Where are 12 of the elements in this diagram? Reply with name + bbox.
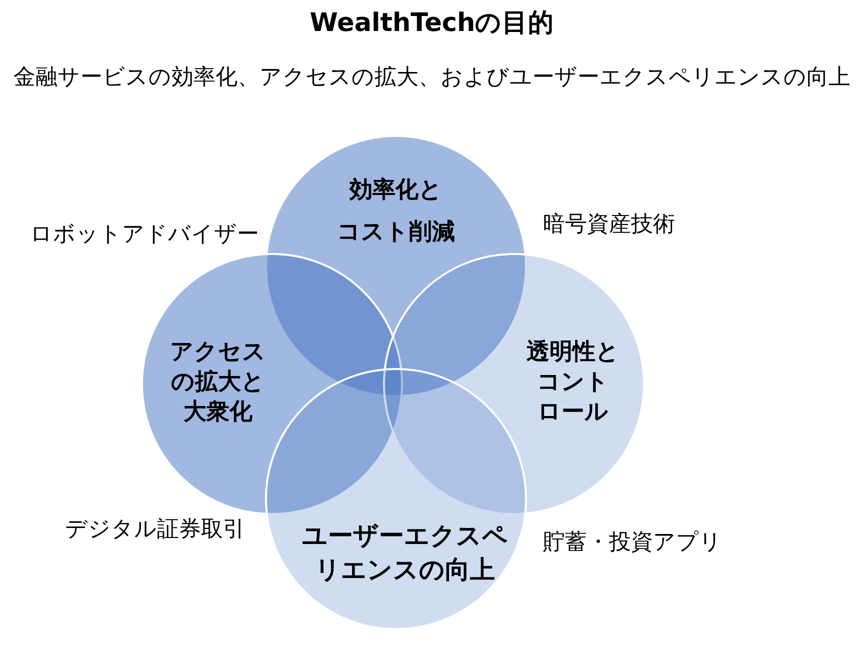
circle-title: アクセスの拡大と大衆化 bbox=[169, 338, 267, 427]
outer-label: 貯蓄・投資アプリ bbox=[543, 529, 722, 557]
diagram-title: WealthTechの目的 bbox=[310, 7, 554, 40]
outer-label: デジタル証券取引 bbox=[65, 516, 245, 544]
circle-title: ユーザーエクスペリエンスの向上 bbox=[301, 520, 509, 586]
venn-circle bbox=[265, 368, 527, 630]
venn-circle bbox=[383, 253, 645, 515]
outer-label: ロボットアドバイザー bbox=[30, 221, 259, 249]
outer-label: 暗号資産技術 bbox=[543, 211, 675, 239]
circle-title: 効率化とコスト削減 bbox=[336, 176, 456, 247]
circle-title: 透明性とコントロール bbox=[526, 338, 620, 427]
subtitle-text: 金融サービスの効率化、アクセスの拡大、およびユーザーエクスペリエンスの向上 bbox=[14, 64, 850, 92]
